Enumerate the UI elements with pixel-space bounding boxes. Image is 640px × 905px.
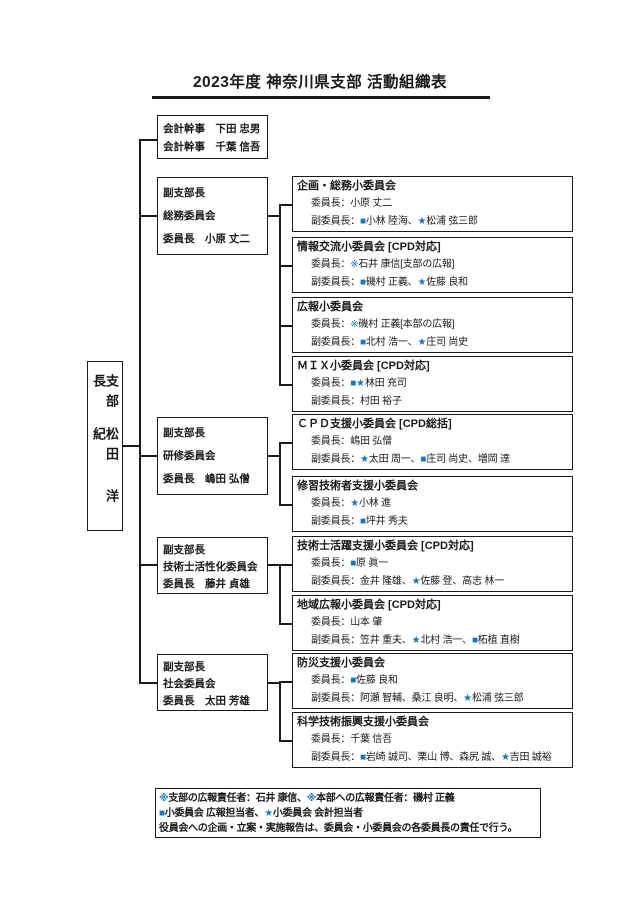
connector-line	[279, 442, 281, 506]
subcommittee-vice-chairs: 副委員長：金井 隆雄、★佐藤 登、高志 林一	[311, 576, 504, 587]
subcommittee-title: 技術士活躍支援小委員会 [CPD対応]	[297, 540, 474, 552]
subcommittee-vice-chairs: 副委員長：村田 裕子	[311, 396, 402, 407]
subcommittee-vice-chairs: 副委員長：■磯村 正義、★佐藤 良和	[311, 277, 468, 288]
subcommittee-disaster-support-box: 防災支援小委員会 委員長：■佐藤 良和 副委員長：阿瀬 智輔、桑江 良明、★松浦…	[292, 653, 573, 709]
subcommittee-vice-chairs: 副委員長：■岩崎 誠司、栗山 博、森尻 誠、★吉田 誠裕	[311, 752, 552, 763]
branch-chief-name: 松田 洋紀	[91, 427, 119, 510]
subcommittee-vice-chairs: 副委員長：■坪井 秀夫	[311, 516, 408, 527]
subcommittee-title: ＣＰＤ支援小委員会 [CPD総括]	[297, 418, 452, 430]
vice-chief-social-box: 副支部長 社会委員会 委員長 太田 芳雄	[157, 654, 268, 711]
committee-chair: 委員長 小原 丈二	[163, 233, 250, 245]
subcommittee-vice-chairs: 副委員長：■北村 浩一、★庄司 尚史	[311, 337, 468, 348]
subcommittee-chair: 委員長：■★林田 充司	[311, 378, 407, 389]
branch-chief-box: 支部長 松田 洋紀	[87, 361, 123, 531]
subcommittee-chair: 委員長：山本 肇	[311, 617, 383, 628]
legend-reporting-rule: 役員会への企画・立案・実施報告は、委員会・小委員会の各委員長の責任で行う。	[159, 823, 518, 835]
subcommittee-chair: 委員長：小原 丈二	[311, 198, 392, 209]
connector-line	[139, 564, 157, 566]
committee-name: 社会委員会	[163, 678, 216, 690]
vice-chief-title: 副支部長	[163, 427, 205, 439]
subcommittee-engineer-activity-box: 技術士活躍支援小委員会 [CPD対応] 委員長：■原 眞一 副委員長：金井 隆雄…	[292, 536, 573, 592]
connector-line	[123, 445, 140, 447]
page-title: 2023年度 神奈川県支部 活動組織表	[192, 74, 448, 91]
connector-line	[268, 564, 280, 566]
connector-line	[279, 504, 292, 506]
subcommittee-science-promotion-box: 科学技術振興支援小委員会 委員長：千葉 信吾 副委員長：■岩崎 誠司、栗山 博、…	[292, 712, 573, 768]
branch-chief-role: 支部長	[91, 374, 119, 414]
subcommittee-title: 修習技術者支援小委員会	[297, 480, 418, 492]
connector-line	[279, 384, 292, 386]
committee-chair: 委員長 嶋田 弘僧	[163, 473, 250, 485]
committee-chair: 委員長 藤井 貞雄	[163, 578, 250, 590]
subcommittee-chair: 委員長：■原 眞一	[311, 558, 389, 569]
subcommittee-chair: 委員長：★小林 進	[311, 498, 391, 509]
subcommittee-title: 地域広報小委員会 [CPD対応]	[297, 599, 441, 611]
legend-box: ※支部の広報責任者：石井 康信、※本部への広報責任者：磯村 正義 ■小委員会 広…	[155, 788, 541, 838]
committee-name: 総務委員会	[163, 210, 216, 222]
connector-line	[279, 564, 281, 625]
subcommittee-title: ＭＩＸ小委員会 [CPD対応]	[297, 360, 430, 372]
connector-line	[279, 204, 281, 386]
connector-line	[279, 740, 292, 742]
subcommittee-title: 情報交流小委員会 [CPD対応]	[297, 241, 441, 253]
subcommittee-info-exchange-box: 情報交流小委員会 [CPD対応] 委員長：※石井 康信[支部の広報] 副委員長：…	[292, 237, 573, 293]
vice-chief-training-box: 副支部長 研修委員会 委員長 嶋田 弘僧	[157, 417, 268, 495]
subcommittee-regional-pr-box: 地域広報小委員会 [CPD対応] 委員長：山本 肇 副委員長：笠井 重夫、★北村…	[292, 595, 573, 651]
connector-line	[279, 681, 292, 683]
legend-marker-meaning: ■小委員会 広報担当者、★小委員会 会計担当者	[159, 808, 363, 820]
vice-chief-title: 副支部長	[163, 187, 205, 199]
committee-name: 研修委員会	[163, 450, 216, 462]
subcommittee-mix-box: ＭＩＸ小委員会 [CPD対応] 委員長：■★林田 充司 副委員長：村田 裕子	[292, 356, 573, 412]
subcommittee-title: 科学技術振興支援小委員会	[297, 716, 429, 728]
subcommittee-chair: 委員長：嶋田 弘僧	[311, 436, 392, 447]
subcommittee-title: 防災支援小委員会	[297, 657, 385, 669]
subcommittee-trainee-support-box: 修習技術者支援小委員会 委員長：★小林 進 副委員長：■坪井 秀夫	[292, 476, 573, 532]
committee-chair: 委員長 太田 芳雄	[163, 695, 250, 707]
connector-line	[139, 139, 141, 684]
subcommittee-planning-box: 企画・総務小委員会 委員長：小原 丈二 副委員長：■小林 陸海、★松浦 弦三郎	[292, 176, 573, 232]
subcommittee-vice-chairs: 副委員長：笠井 重夫、★北村 浩一、■柘植 直樹	[311, 635, 520, 646]
vice-chief-engineer-vitalization-box: 副支部長 技術士活性化委員会 委員長 藤井 貞雄	[157, 537, 268, 594]
subcommittee-pr-box: 広報小委員会 委員長：※磯村 正義[本部の広報] 副委員長：■北村 浩一、★庄司…	[292, 297, 573, 353]
connector-line	[279, 681, 281, 742]
accounting-secretary-line: 会計幹事 下田 忠男	[163, 123, 261, 135]
connector-line	[268, 215, 280, 217]
accounting-secretary-line: 会計幹事 千葉 信吾	[163, 141, 261, 153]
connector-line	[139, 682, 157, 684]
connector-line	[279, 325, 292, 327]
subcommittee-chair: 委員長：※石井 康信[支部の広報]	[311, 259, 455, 270]
subcommittee-vice-chairs: 副委員長：阿瀬 智輔、桑江 良明、★松浦 弦三郎	[311, 693, 524, 704]
subcommittee-chair: 委員長：■佐藤 良和	[311, 675, 398, 686]
subcommittee-cpd-support-box: ＣＰＤ支援小委員会 [CPD総括] 委員長：嶋田 弘僧 副委員長：★太田 周一、…	[292, 414, 573, 470]
vice-chief-general-affairs-box: 副支部長 総務委員会 委員長 小原 丈二	[157, 177, 268, 255]
subcommittee-vice-chairs: 副委員長：■小林 陸海、★松浦 弦三郎	[311, 216, 478, 227]
connector-line	[279, 564, 292, 566]
subcommittee-chair: 委員長：千葉 信吾	[311, 734, 392, 745]
subcommittee-vice-chairs: 副委員長：★太田 周一、■庄司 尚史、増岡 達	[311, 454, 510, 465]
connector-line	[139, 455, 157, 457]
subcommittee-chair: 委員長：※磯村 正義[本部の広報]	[311, 319, 455, 330]
subcommittee-title: 広報小委員会	[297, 301, 363, 313]
connector-line	[279, 265, 292, 267]
vice-chief-title: 副支部長	[163, 544, 205, 556]
connector-line	[139, 139, 157, 141]
title-underline	[152, 96, 490, 99]
committee-name: 技術士活性化委員会	[163, 561, 258, 573]
connector-line	[279, 623, 292, 625]
connector-line	[268, 455, 280, 457]
connector-line	[139, 215, 157, 217]
connector-line	[279, 442, 292, 444]
connector-line	[268, 682, 280, 684]
subcommittee-title: 企画・総務小委員会	[297, 180, 396, 192]
accounting-secretary-box: 会計幹事 下田 忠男 会計幹事 千葉 信吾	[157, 115, 268, 159]
vice-chief-title: 副支部長	[163, 661, 205, 673]
legend-pr-responsibles: ※支部の広報責任者：石井 康信、※本部への広報責任者：磯村 正義	[159, 793, 455, 804]
connector-line	[279, 204, 292, 206]
